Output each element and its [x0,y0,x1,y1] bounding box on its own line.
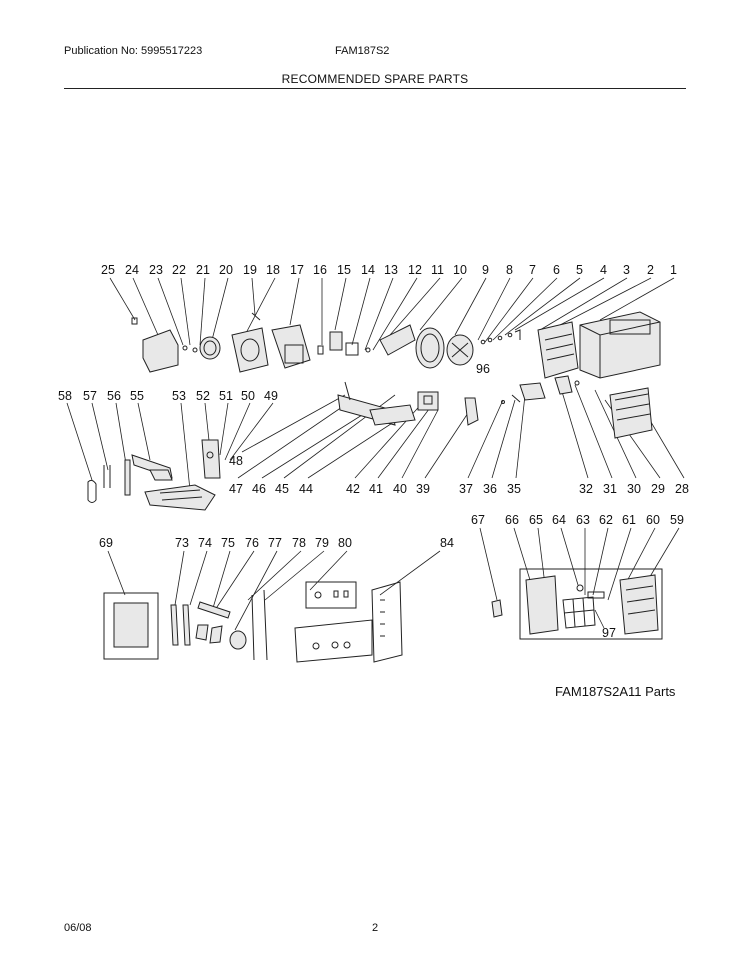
callout-44: 44 [299,482,313,496]
callout-21: 21 [196,263,210,277]
callout-97: 97 [602,626,616,640]
callout-55: 55 [130,389,144,403]
row3-parts [103,568,663,663]
callout-35: 35 [507,482,521,496]
callout-5: 5 [576,263,583,277]
callout-10: 10 [453,263,467,277]
callout-30: 30 [627,482,641,496]
page-title: RECOMMENDED SPARE PARTS [281,72,469,86]
callout-75: 75 [221,536,235,550]
callout-78: 78 [292,536,306,550]
footer-date: 06/08 [64,922,92,934]
callout-53: 53 [172,389,186,403]
callout-17: 17 [290,263,304,277]
row1-parts [131,311,661,379]
row3-leaders [107,527,680,631]
callout-40: 40 [393,482,407,496]
callout-67: 67 [471,513,485,527]
callout-18: 18 [266,263,280,277]
callout-80: 80 [338,536,352,550]
model-number: FAM187S2 [335,45,390,57]
callout-60: 60 [646,513,660,527]
callout-15: 15 [337,263,351,277]
callout-63: 63 [576,513,590,527]
callout-69: 69 [99,536,113,550]
callout-6: 6 [553,263,560,277]
row2-top-labels: 58 57 56 55 53 52 51 50 49 [58,389,278,403]
footer-page-number: 2 [372,922,379,934]
callout-48: 48 [229,454,243,468]
callout-3: 3 [623,263,630,277]
callout-50: 50 [241,389,255,403]
callout-7: 7 [529,263,536,277]
callout-46: 46 [252,482,266,496]
callout-41: 41 [369,482,383,496]
callout-58: 58 [58,389,72,403]
callout-59: 59 [670,513,684,527]
callout-19: 19 [243,263,257,277]
callout-76: 76 [245,536,259,550]
callout-74: 74 [198,536,212,550]
callout-14: 14 [361,263,375,277]
callout-57: 57 [83,389,97,403]
callout-25: 25 [101,263,115,277]
callout-32: 32 [579,482,593,496]
callout-47: 47 [229,482,243,496]
callout-31: 31 [603,482,617,496]
callout-1: 1 [670,263,677,277]
callout-52: 52 [196,389,210,403]
callout-45: 45 [275,482,289,496]
callout-62: 62 [599,513,613,527]
callout-79: 79 [315,536,329,550]
callout-49: 49 [264,389,278,403]
row2-parts [87,375,653,511]
callout-24: 24 [125,263,139,277]
callout-13: 13 [384,263,398,277]
callout-51: 51 [219,389,233,403]
diagram-caption: FAM187S2A11 Parts [555,684,676,699]
callout-96: 96 [476,362,490,376]
publication-number: Publication No: 5995517223 [64,45,203,57]
callout-64: 64 [552,513,566,527]
row1-labels: 25 24 23 22 21 20 19 18 17 16 15 14 13 1… [101,263,677,277]
callout-2: 2 [647,263,654,277]
callout-65: 65 [529,513,543,527]
callout-8: 8 [506,263,513,277]
callout-84: 84 [440,536,454,550]
callout-20: 20 [219,263,233,277]
callout-4: 4 [600,263,607,277]
callout-22: 22 [172,263,186,277]
callout-56: 56 [107,389,121,403]
callout-39: 39 [416,482,430,496]
row3-labels: 69 73 74 75 76 77 78 79 80 84 67 66 65 6… [99,513,684,640]
header-divider [64,88,686,89]
row2-bottom-labels: 48 47 46 45 44 42 41 40 39 37 36 35 32 3… [229,362,689,496]
callout-16: 16 [313,263,327,277]
callout-9: 9 [482,263,489,277]
callout-66: 66 [505,513,519,527]
callout-28: 28 [675,482,689,496]
callout-77: 77 [268,536,282,550]
callout-73: 73 [175,536,189,550]
callout-29: 29 [651,482,665,496]
callout-36: 36 [483,482,497,496]
callout-37: 37 [459,482,473,496]
callout-61: 61 [622,513,636,527]
callout-23: 23 [149,263,163,277]
callout-12: 12 [408,263,422,277]
row1-leaders [109,277,675,351]
callout-42: 42 [346,482,360,496]
callout-11: 11 [431,263,444,277]
